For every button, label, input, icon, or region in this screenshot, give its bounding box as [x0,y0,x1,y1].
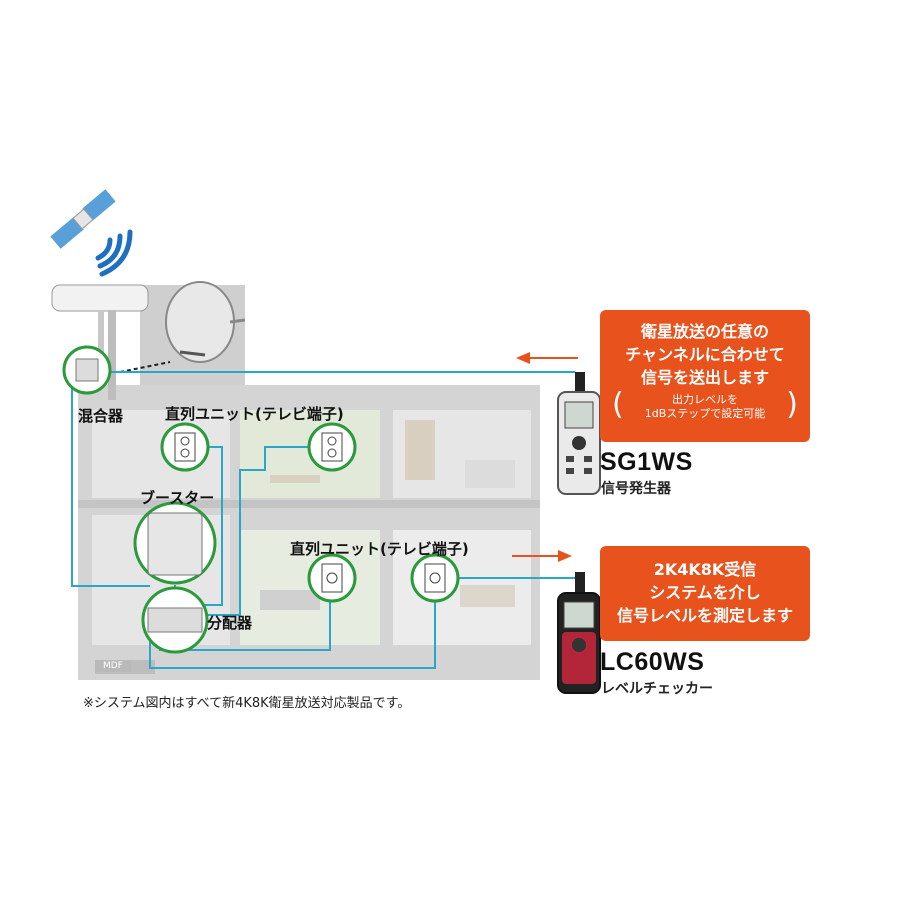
lc60ws-model: LC60WS [600,648,705,676]
paren-right: ) [786,387,798,422]
mixer-device [62,345,112,395]
series-unit-mid-label: 直列ユニット(テレビ端子) [290,540,469,558]
callout-line: 信号レベルを測定します [616,606,793,625]
uhf-antenna [51,284,149,400]
callout-line: チャンネルに合わせて [625,345,785,364]
splitter-device [141,586,209,654]
lc60ws-device [557,572,601,694]
series-unit-top-right [307,422,357,472]
series-unit-top-left [160,422,210,472]
callout-line: システムを介し [649,583,761,602]
arrow-left-icon [516,352,578,364]
arrow-right-icon [512,550,572,562]
booster-device [133,501,217,585]
callout-line: 衛星放送の任意の [640,322,769,341]
footnote: ※システム図内はすべて新4K8K衛星放送対応製品です。 [83,696,411,711]
coax-cables [71,370,580,669]
paren-left: ( [612,387,624,422]
signal-waves-icon [95,229,133,277]
bs-dish-antenna [119,281,246,373]
series-unit-mid-left [307,553,357,603]
lc60ws-name: レベルチェッカー [601,681,713,697]
callout-sub-line: 1dBステップで設定可能 [644,407,766,420]
sg1ws-name: 信号発生器 [601,481,671,497]
satellite-icon [50,189,116,249]
callout-sub-line: 出力レベルを [672,393,738,406]
callout-line: 2K4K8K受信 [653,560,757,579]
sg1ws-callout: 衛星放送の任意の チャンネルに合わせて 信号を送出します ( 出力レベルを 1d… [600,310,810,442]
lc60ws-callout: 2K4K8K受信 システムを介し 信号レベルを測定します [600,546,810,641]
sg1ws-device [557,372,601,495]
callout-line: 信号を送出します [640,368,769,387]
sg1ws-model: SG1WS [600,448,693,476]
mdf-label: MDF [95,660,131,672]
series-unit-top-label: 直列ユニット(テレビ端子) [165,405,344,423]
series-unit-mid-right [410,553,460,603]
mixer-label: 混合器 [78,407,124,425]
splitter-label: 分配器 [207,614,253,632]
booster-label: ブースター [140,489,215,507]
